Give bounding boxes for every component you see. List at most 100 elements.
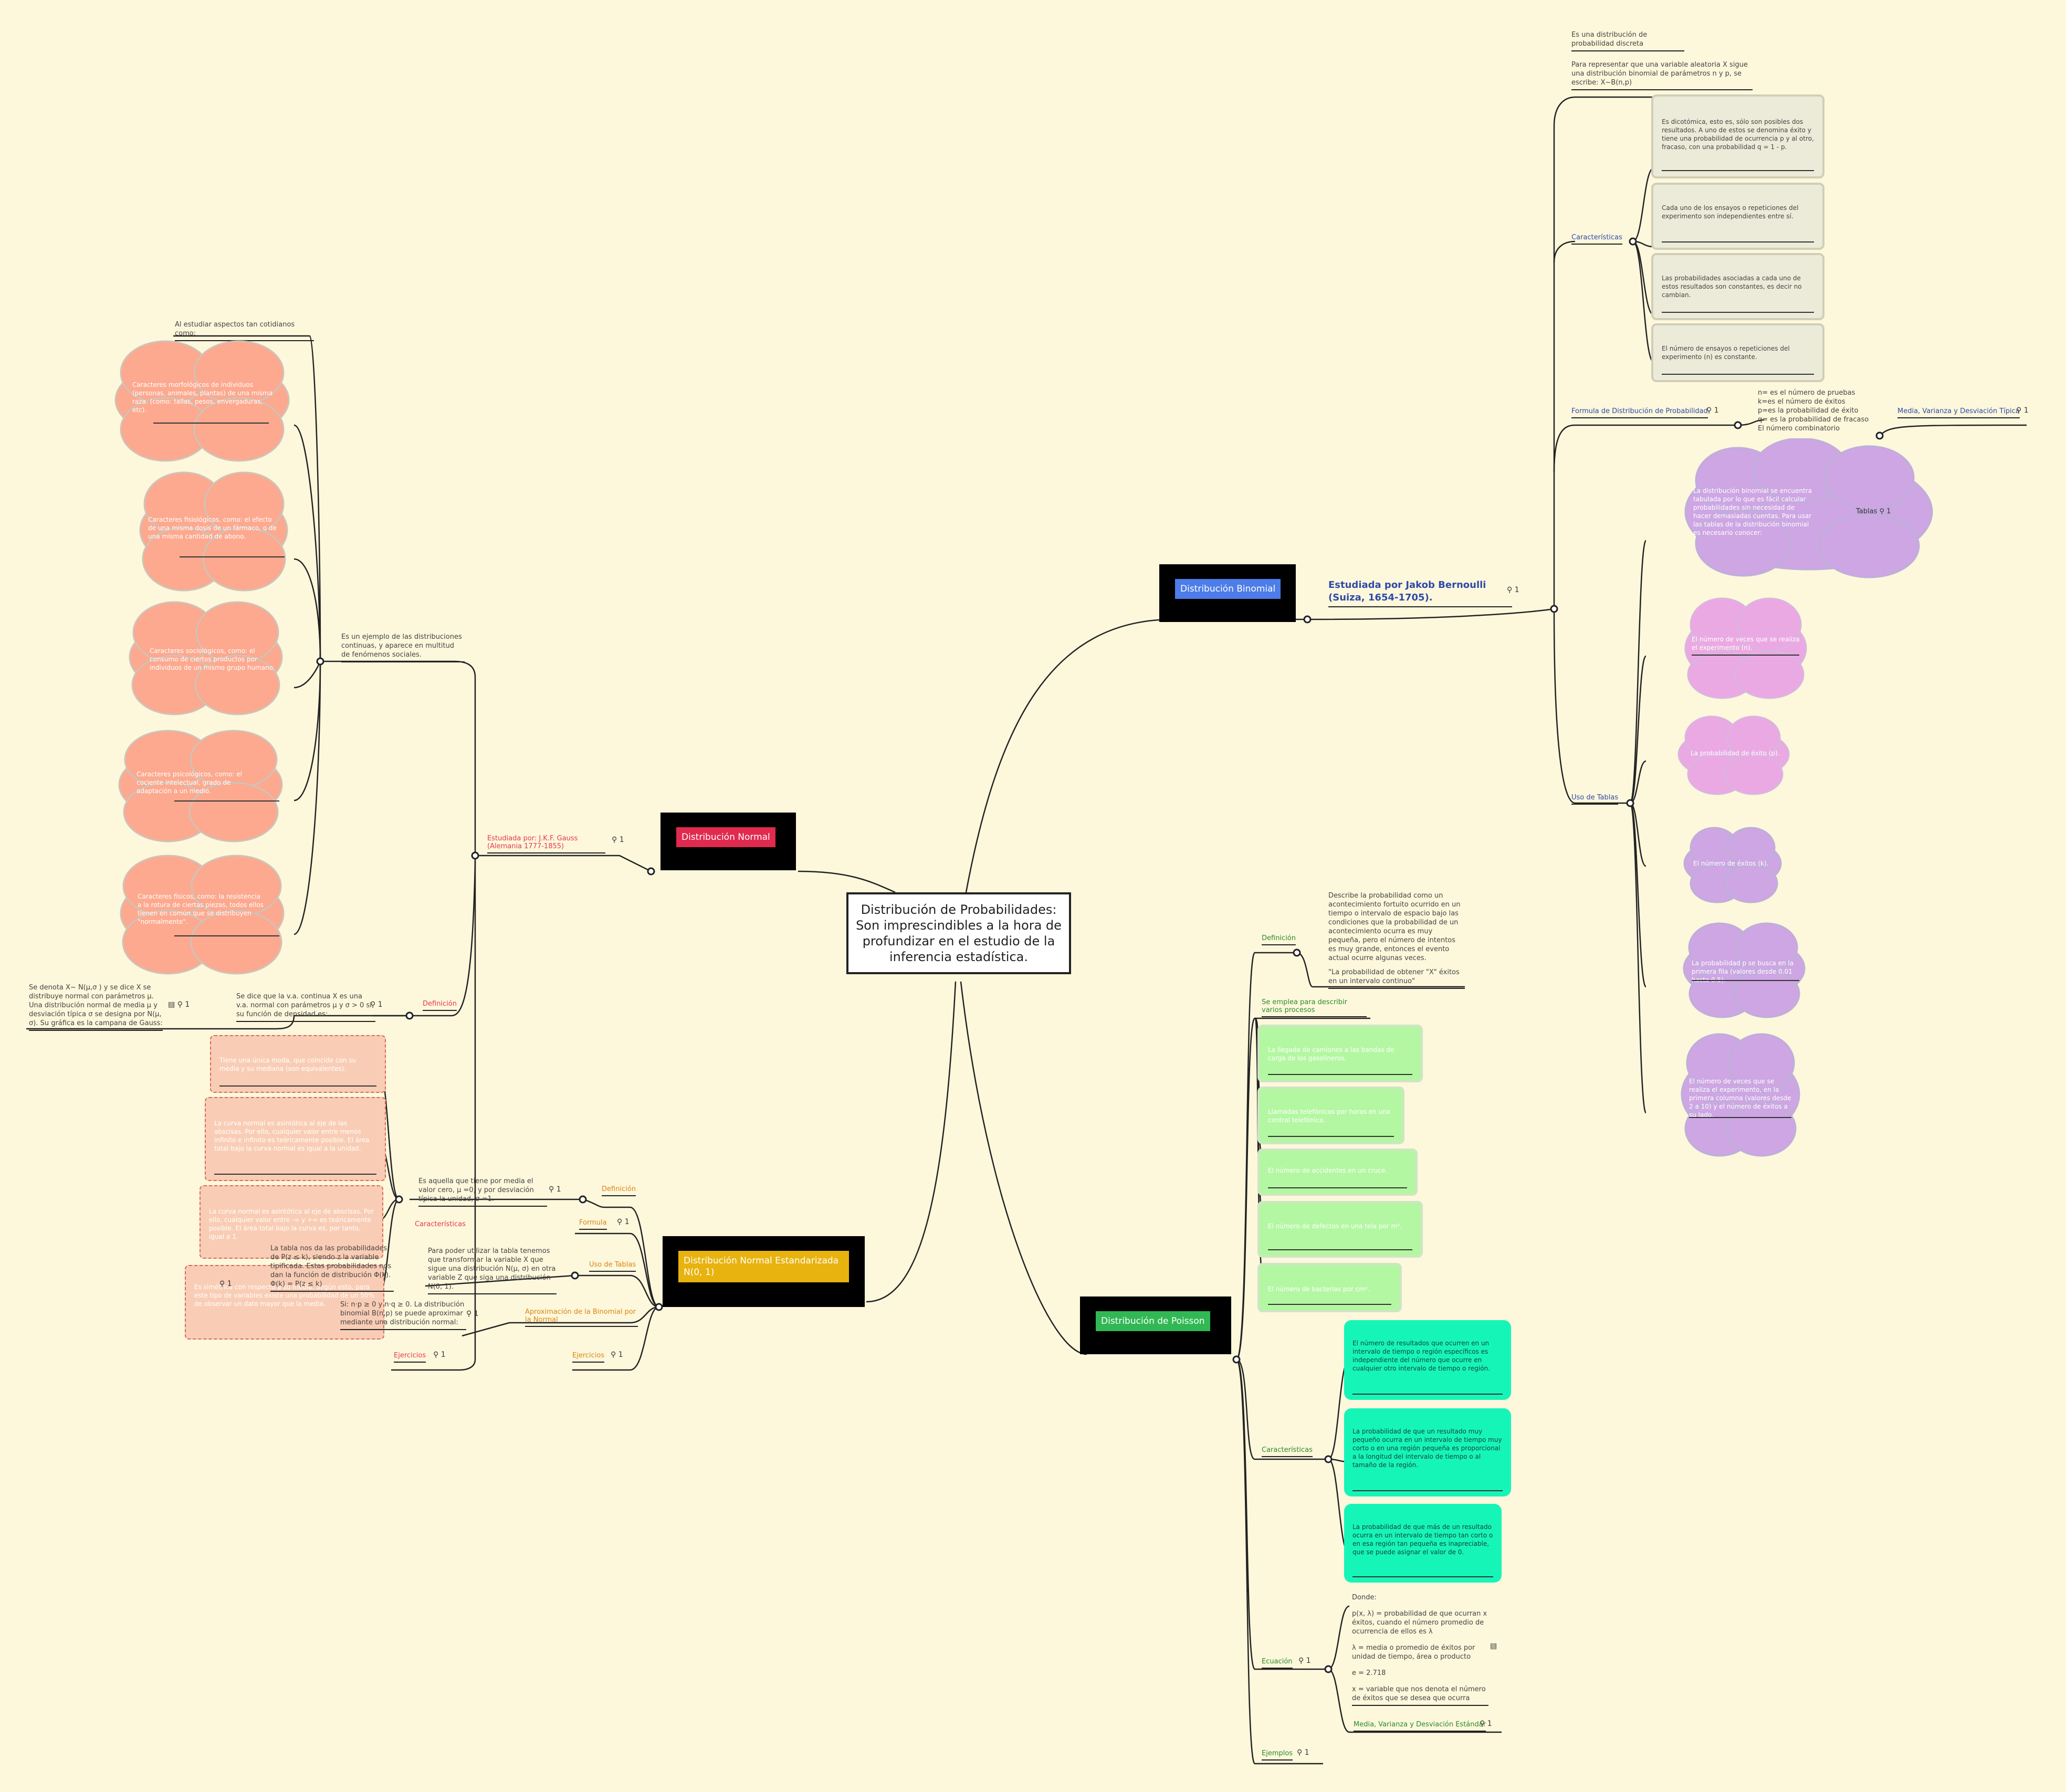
poisson-ecuacion-label[interactable]: Ecuación [1262, 1658, 1293, 1669]
normal-ejercicios-link[interactable]: ⚲ 1 [433, 1351, 446, 1359]
binomial-uso-cloud-1[interactable]: La distribución binomial se encuentra ta… [1680, 438, 1937, 585]
poisson-proceso-5[interactable]: El número de bacterias por cm². [1257, 1263, 1402, 1312]
estandar-aprox[interactable]: Si: n·p ≥ 0 y n·q ≥ 0. La distribución b… [340, 1300, 466, 1330]
poisson-procesos-label[interactable]: Se emplea para describir varios procesos [1262, 998, 1367, 1017]
link-icon: ⚲ [1480, 1720, 1485, 1728]
normal-caracteristicas-label[interactable]: Características [415, 1220, 466, 1228]
tablas-label[interactable]: Tablas ⚲ 1 [1856, 508, 1891, 515]
topic-label: Distribución Binomial [1175, 579, 1281, 599]
poisson-media-label[interactable]: Media, Varianza y Desviación Estándar [1354, 1721, 1486, 1732]
poisson-proceso-1[interactable]: La llegada de camiones a las bandas de c… [1257, 1025, 1423, 1082]
normal-cloud-1[interactable]: Caracteres morfológicos de individuos (p… [110, 336, 294, 465]
binomial-caracteristica-4[interactable]: El número de ensayos o repeticiones del … [1651, 323, 1824, 382]
poisson-media-link[interactable]: ⚲ 1 [1480, 1720, 1492, 1728]
estandar-tabla[interactable]: La tabla nos da las probabilidades de P(… [270, 1244, 394, 1292]
estandar-ejercicios-label[interactable]: Ejercicios [572, 1352, 605, 1363]
binomial-uso-cloud-4[interactable]: El número de éxitos (k). [1680, 821, 1785, 905]
poisson-ecuacion-link[interactable]: ⚲ 1 [1298, 1657, 1311, 1665]
cloud-shape [114, 340, 290, 462]
estandar-ejercicios-link[interactable]: ⚲ 1 [611, 1351, 623, 1359]
cloud-shape [1681, 1033, 1800, 1157]
normal-cloud-2[interactable]: Caracteres fisiológicos, como: el efecto… [137, 467, 291, 593]
poisson-ejemplos-label[interactable]: Ejemplos [1262, 1749, 1293, 1761]
normal-ejercicios-label[interactable]: Ejercicios [394, 1352, 426, 1363]
link-icon: ⚲ [617, 1218, 623, 1226]
binomial-caracteristicas-label[interactable]: Características [1571, 234, 1622, 245]
normal-cloud-3[interactable]: Caracteres sociológicos, como: el consum… [126, 598, 286, 716]
binomial-uso-cloud-6[interactable]: El número de veces que se realiza el exp… [1677, 1029, 1803, 1160]
estandar-uso-label[interactable]: Uso de Tablas [589, 1261, 636, 1272]
normal-caracteristica-3[interactable]: La curva normal es asintótica al eje de … [200, 1185, 383, 1259]
topic-normal-estandarizada[interactable]: Distribución Normal Estandarizada N(0, 1… [663, 1236, 865, 1307]
binomial-studied-link[interactable]: ⚲ 1 [1507, 586, 1519, 594]
link-icon: ⚲ [433, 1351, 439, 1359]
binomial-media-link[interactable]: ⚲ 1 [2016, 406, 2029, 415]
normal-caracteristica-2[interactable]: La curva normal es asintótica al eje de … [205, 1097, 386, 1181]
poisson-caracteristica-2[interactable]: La probabilidad de que un resultado muy … [1344, 1408, 1511, 1496]
estandar-definicion[interactable]: Es aquella que tiene por media el valor … [418, 1177, 547, 1207]
poisson-proceso-3[interactable]: El número de accidentes en un cruce. [1257, 1148, 1418, 1196]
normal-definicion[interactable]: Se dice que la v.a. continua X es una v.… [236, 992, 375, 1022]
estandar-formula-label[interactable]: Formula [579, 1219, 607, 1230]
link-icon: ⚲ [1297, 1748, 1303, 1757]
poisson-caracteristica-3[interactable]: La probabilidad de que más de un resulta… [1344, 1504, 1502, 1583]
estandar-tabla-link[interactable]: ⚲ 1 [219, 1280, 232, 1288]
binomial-formula-vars[interactable]: n= es el número de pruebas k=es el númer… [1758, 389, 1869, 433]
link-icon: ⚲ [2016, 406, 2022, 415]
normal-caracteristica-1[interactable]: Tiene una única moda, que coincide con s… [210, 1035, 386, 1093]
central-topic[interactable]: Distribución de Probabilidades: Son impr… [846, 892, 1071, 974]
cloud-shape [118, 730, 283, 842]
cloud-shape [1684, 597, 1807, 699]
normal-studied-by[interactable]: Estudiada por: J.K.F. Gauss (Alemania 17… [487, 835, 605, 853]
binomial-uso-cloud-2[interactable]: El número de veces que se realiza el exp… [1680, 591, 1811, 701]
link-icon: ⚲ [1507, 586, 1513, 594]
binomial-caracteristica-3[interactable]: Las probabilidades asociadas a cada uno … [1651, 253, 1824, 320]
poisson-proceso-2[interactable]: Llamadas telefónicas por horas en una ce… [1257, 1087, 1404, 1144]
normal-denota-link[interactable]: ▤ ⚲ 1 [168, 1000, 190, 1009]
poisson-definicion-label[interactable]: Definición [1262, 934, 1296, 945]
binomial-discrete[interactable]: Es una distribución de probabilidad disc… [1571, 30, 1684, 51]
normal-ejemplo-intro[interactable]: Es un ejemplo de las distribuciones cont… [341, 633, 465, 662]
normal-denota[interactable]: Se denota X~ N(μ,σ ) y se dice X se dist… [29, 983, 163, 1031]
link-icon: ⚲ [612, 836, 617, 844]
binomial-uso-cloud-3[interactable]: La probabilidad de éxito (p). [1675, 711, 1793, 798]
link-icon: ⚲ [1706, 406, 1712, 415]
link-icon: ⚲ [611, 1351, 616, 1359]
topic-distribucion-poisson[interactable]: Distribución de Poisson [1080, 1296, 1231, 1354]
topic-distribucion-binomial[interactable]: Distribución Binomial [1159, 564, 1296, 622]
estandar-aprox-label[interactable]: Aproximación de la Binomial por la Norma… [525, 1308, 638, 1327]
estandar-formula-link[interactable]: ⚲ 1 [617, 1218, 630, 1226]
binomial-caracteristica-1[interactable]: Es dicotómica, esto es, sólo son posible… [1651, 94, 1824, 178]
normal-cloud-4[interactable]: Caracteres psicológicos, como: el cocien… [116, 727, 286, 842]
estandar-aprox-link[interactable]: ⚲ 1 [466, 1310, 479, 1318]
binomial-media-label[interactable]: Media, Varianza y Desviación Típica [1897, 407, 2020, 418]
binomial-represent[interactable]: Para representar que una variable aleato… [1571, 60, 1753, 90]
normal-cloud-5[interactable]: Caracteres físicos, como: la resistencia… [116, 850, 289, 976]
topic-label: Distribución Normal [676, 827, 775, 847]
poisson-caracteristicas-label[interactable]: Características [1262, 1446, 1313, 1457]
topic-distribucion-normal[interactable]: Distribución Normal [660, 813, 796, 870]
binomial-uso-label[interactable]: Uso de Tablas [1571, 794, 1619, 805]
poisson-ecuacion-chart[interactable]: ▤ [1490, 1642, 1497, 1650]
normal-definicion-label[interactable]: Definición [423, 1000, 457, 1011]
poisson-proceso-4[interactable]: El número de defectos en una tela por m²… [1257, 1201, 1423, 1258]
estandar-definicion-link[interactable]: ⚲ 1 [549, 1185, 561, 1194]
binomial-formula-link[interactable]: ⚲ 1 [1706, 406, 1719, 415]
estandar-uso[interactable]: Para poder utilizar la tabla tenemos que… [428, 1247, 557, 1294]
poisson-ecuacion[interactable]: Donde: p(x, λ) = probabilidad de que ocu… [1352, 1593, 1488, 1706]
normal-definicion-link[interactable]: ⚲ 1 [370, 1000, 383, 1009]
binomial-uso-cloud-5[interactable]: La probabilidad p se busca en la primera… [1680, 916, 1809, 1021]
poisson-ejemplos-link[interactable]: ⚲ 1 [1297, 1748, 1309, 1757]
estandar-definicion-label[interactable]: Definición [602, 1185, 636, 1196]
poisson-caracteristica-1[interactable]: El número de resultados que ocurren en u… [1344, 1320, 1511, 1400]
normal-studied-link[interactable]: ⚲ 1 [612, 836, 624, 844]
binomial-formula-label[interactable]: Formula de Distribución de Probabilidad [1571, 407, 1708, 418]
normal-caracteristica-4[interactable]: Es simétrica con respecto a su media. Se… [185, 1265, 384, 1340]
poisson-definicion[interactable]: Describe la probabilidad como un acontec… [1328, 891, 1465, 989]
cloud-shape [1683, 922, 1806, 1018]
binomial-caracteristica-2[interactable]: Cada uno de los ensayos o repeticiones d… [1651, 183, 1824, 250]
binomial-studied-by[interactable]: Estudiada por Jakob Bernoulli (Suiza, 16… [1328, 579, 1512, 607]
topic-label: Distribución de Poisson [1096, 1311, 1210, 1331]
link-icon: ⚲ [219, 1280, 225, 1288]
